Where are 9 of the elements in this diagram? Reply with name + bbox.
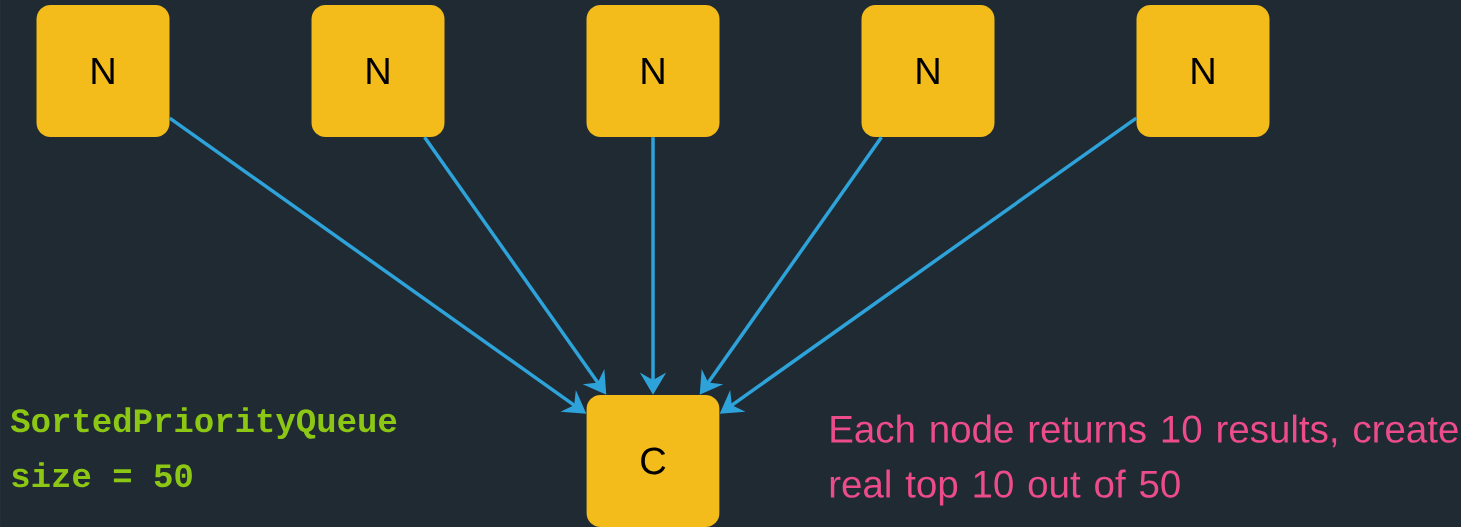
process-box: N	[586, 5, 720, 137]
process-box: N	[311, 5, 445, 137]
note-text: Each node returns 10 results, create real top 10 out of 50	[830, 414, 1458, 506]
code-label: SortedPriorityQueue	[10, 407, 397, 440]
process-box: C	[586, 395, 720, 527]
process-box: N	[861, 5, 995, 137]
code-label: size = 50	[12, 462, 192, 488]
process-box: N	[36, 5, 170, 137]
process-box: N	[1136, 5, 1270, 137]
